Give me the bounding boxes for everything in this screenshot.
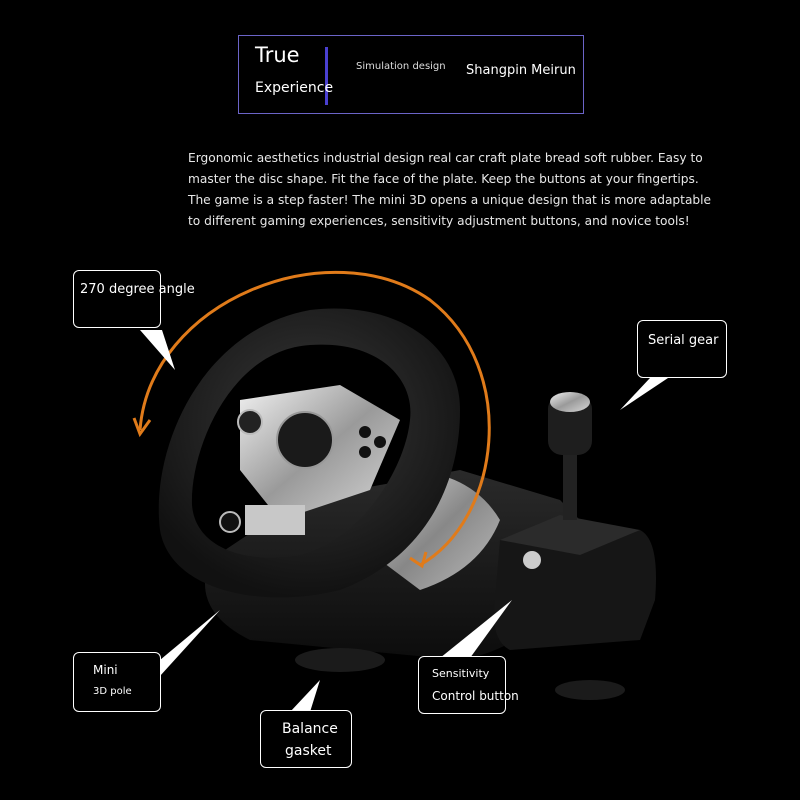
rotation-arrow-head-top	[132, 417, 152, 438]
hub-right-button-c	[359, 446, 371, 458]
pointer-balance	[290, 680, 320, 712]
hub-left-button	[237, 409, 263, 435]
balance-gasket-right	[555, 680, 625, 700]
header-divider	[325, 47, 328, 105]
description-line: to different gaming experiences, sensiti…	[188, 214, 690, 228]
rotation-arrow	[138, 270, 491, 567]
callout-sensitivity-line1: Sensitivity	[432, 667, 490, 680]
callout-balance	[260, 710, 352, 768]
callout-mini-line1: Mini	[93, 663, 118, 677]
callout-gear-label: Serial gear	[648, 333, 719, 348]
description-line: The game is a step faster! The mini 3D o…	[188, 193, 712, 207]
callout-angle	[73, 270, 161, 328]
sensitivity-dial	[523, 551, 541, 569]
gear-knob-cap	[550, 392, 590, 412]
callout-balance-line2: gasket	[285, 743, 332, 759]
pointer-gear	[620, 378, 668, 410]
mini-3d-pole	[219, 511, 241, 533]
pointer-sensitivity	[440, 600, 512, 658]
header-title-experience: Experience	[255, 80, 334, 96]
callout-mini	[73, 652, 161, 712]
header-tagline: Simulation design	[356, 61, 446, 72]
callout-mini-line2: 3D pole	[93, 686, 132, 697]
wheel-rim	[158, 308, 460, 598]
callout-sensitivity	[418, 656, 506, 714]
hub-right-button-b	[374, 436, 386, 448]
rotation-arrow-head-bottom	[409, 551, 428, 569]
callout-angle-label: 270 degree angle	[80, 282, 195, 297]
callout-sensitivity-line2: Control button	[432, 689, 519, 703]
gear-box-top	[500, 515, 640, 555]
hub-right-button-a	[359, 426, 371, 438]
header-brand: Shangpin Meirun	[466, 63, 576, 78]
product-description: Ergonomic aesthetics industrial design r…	[188, 148, 758, 232]
header-title-true: True	[255, 43, 300, 67]
pointer-angle	[140, 330, 175, 370]
gear-stick	[563, 440, 577, 520]
description-line: Ergonomic aesthetics industrial design r…	[188, 151, 703, 165]
header-box	[238, 35, 584, 114]
callout-balance-line1: Balance	[282, 721, 338, 737]
pointer-mini	[160, 610, 220, 676]
hub-center	[276, 411, 334, 469]
hub-lower-plate	[245, 505, 305, 535]
balance-gasket-left	[295, 648, 385, 672]
callout-gear	[637, 320, 727, 378]
description-line: master the disc shape. Fit the face of t…	[188, 172, 699, 186]
